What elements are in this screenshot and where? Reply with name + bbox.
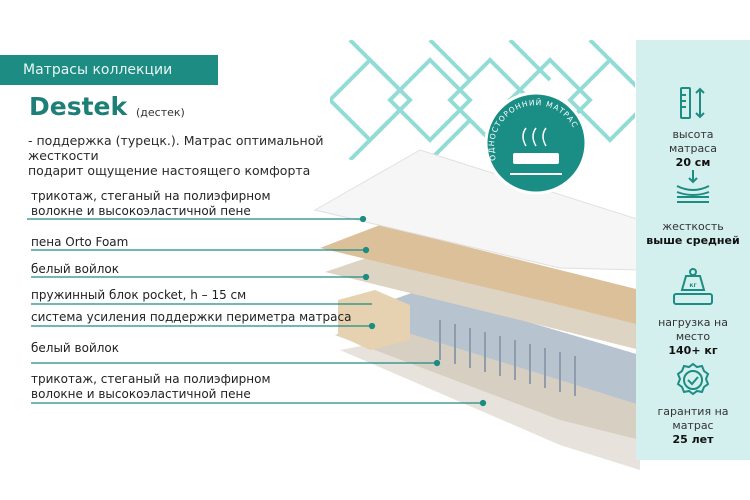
- feature-label: место: [675, 330, 711, 343]
- layer-label-top-knit: трикотаж, стеганый на полиэфирном волокн…: [31, 189, 271, 219]
- brand-title: Destek: [29, 92, 128, 121]
- layer-orto-foam: [320, 225, 640, 325]
- feature-label: гарантия на: [657, 405, 729, 418]
- feature-firmness: жесткость выше средней: [636, 220, 750, 248]
- feature-label: матраса: [669, 142, 717, 155]
- feature-height: высота матраса 20 см: [636, 128, 750, 170]
- description-line: - поддержка (турецк.). Матрас оптимально…: [28, 133, 324, 163]
- layer-bottom-felt: [335, 312, 640, 440]
- feature-value: 20 см: [675, 156, 711, 169]
- layer-pocket-springs: [350, 290, 640, 405]
- warranty-badge-icon: [636, 362, 750, 398]
- feature-value: 140+ кг: [668, 344, 718, 357]
- layer-label-pocket: пружинный блок pocket, h – 15 см: [31, 288, 247, 302]
- feature-label: жесткость: [662, 220, 724, 233]
- firmness-icon: [636, 168, 750, 204]
- description: - поддержка (турецк.). Матрас оптимально…: [28, 133, 398, 178]
- label-line: трикотаж, стеганый на полиэфирном: [31, 372, 271, 386]
- description-line: подарит ощущение настоящего комфорта: [28, 163, 311, 178]
- layer-top-knit: [313, 149, 640, 271]
- feature-load: нагрузка на место 140+ кг: [636, 316, 750, 358]
- layer-label-felt: белый войлок: [31, 262, 120, 276]
- layer-label-felt-bottom: белый войлок: [31, 341, 120, 355]
- feature-label: матрас: [672, 419, 714, 432]
- label-line: трикотаж, стеганый на полиэфирном: [31, 189, 271, 203]
- label-line: волокне и высокоэластичной пене: [31, 387, 251, 401]
- feature-warranty: гарантия на матрас 25 лет: [636, 405, 750, 447]
- weight-icon: кг: [636, 268, 750, 306]
- collection-banner: Матрасы коллекции: [0, 55, 218, 85]
- feature-label: высота: [672, 128, 714, 141]
- brand-transliteration: (дестек): [136, 106, 185, 119]
- features-panel: высота матраса 20 см жесткость выше сред…: [636, 40, 750, 460]
- decorative-pattern: [330, 40, 635, 160]
- layer-bottom-knit: [340, 335, 640, 470]
- feature-value: выше средней: [646, 234, 740, 247]
- height-ruler-icon: [636, 86, 750, 120]
- layer-felt: [325, 250, 640, 350]
- leader-lines: [27, 215, 487, 407]
- layer-label-orto-foam: пена Orto Foam: [31, 235, 129, 249]
- label-line: волокне и высокоэластичной пене: [31, 204, 251, 218]
- mattress-illustration: ОДНОСТОРОННИЙ МАТРАС: [27, 91, 640, 470]
- springs-pattern: [439, 320, 576, 396]
- single-sided-badge: ОДНОСТОРОННИЙ МАТРАС: [484, 91, 588, 195]
- feature-value: 25 лет: [672, 433, 714, 446]
- layer-perimeter-foam: [338, 290, 410, 350]
- layer-label-perimeter: система усиления поддержки периметра мат…: [31, 310, 352, 324]
- weight-icon-text: кг: [689, 282, 696, 289]
- feature-label: нагрузка на: [658, 316, 728, 329]
- layer-label-bottom-knit: трикотаж, стеганый на полиэфирном волокн…: [31, 372, 271, 402]
